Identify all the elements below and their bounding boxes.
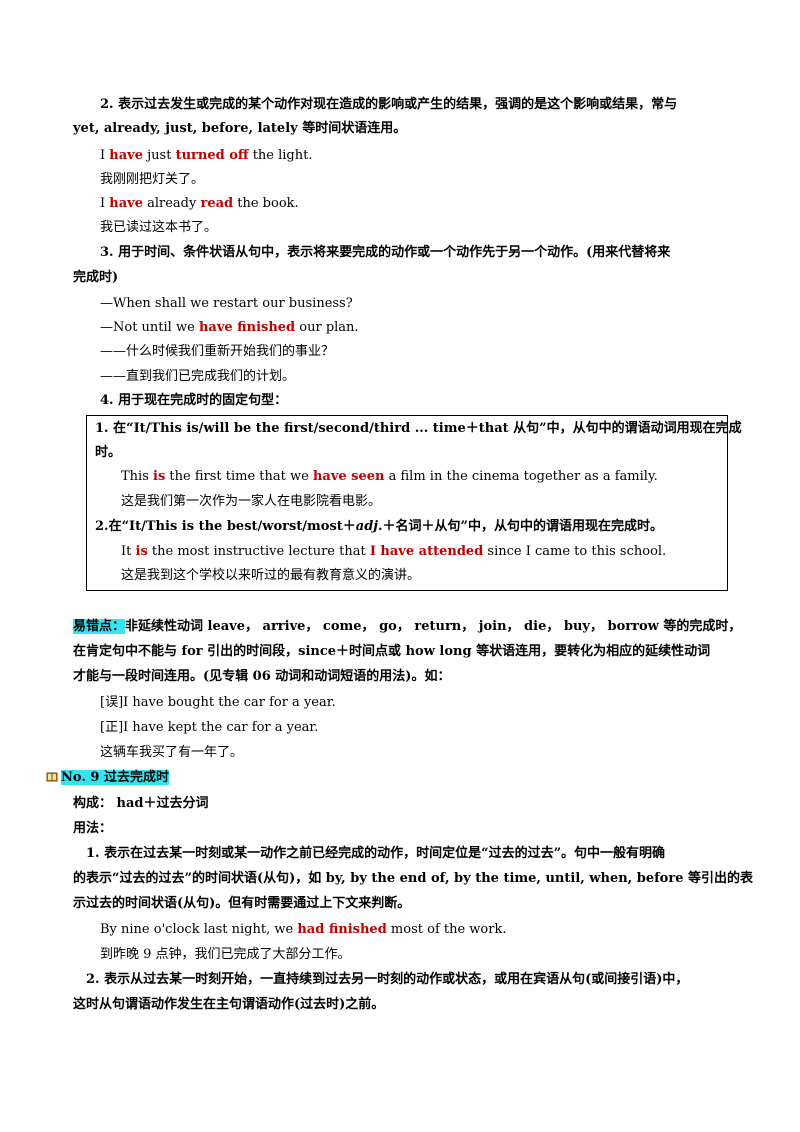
pitfall-label: 易错点： — [73, 619, 126, 634]
verb-highlight: have seen — [312, 469, 385, 484]
pattern-1-translation: 这是我们第一次作为一家人在电影院看电影。 — [121, 494, 382, 509]
dialogue-answer-translation: ——直到我们已完成我们的计划。 — [100, 369, 296, 384]
pitfall-line-2: 在肯定句中不能与 for 引出的时间段，since＋时间点或 how long … — [73, 644, 711, 659]
pitfall-right-example: [正]I have kept the car for a year. — [100, 720, 319, 735]
pattern-1-line-1: 1. 在“It/This is/will be the first/second… — [95, 421, 742, 436]
example-text: the most instructive lecture that — [147, 544, 370, 559]
verb-highlight: read — [200, 196, 234, 211]
section-4-title: 4. 用于现在完成时的固定句型： — [100, 393, 288, 408]
no9-example: By nine o'clock last night, we had finis… — [100, 920, 506, 940]
example-2: I have already read the book. — [100, 194, 299, 214]
section-no9-label: No. 9 过去完成时 — [61, 770, 169, 785]
pitfall-text: 非延续性动词 leave， arrive， come， go， return， … — [125, 619, 742, 634]
example-text: the first time that we — [165, 469, 313, 484]
example-text: most of the work. — [386, 922, 507, 937]
pitfall-line-3: 才能与一段时间连用。(见专辑 06 动词和动词短语的用法)。如： — [73, 669, 451, 684]
pattern-2-text: 2.在“It/This is the best/worst/most＋ — [95, 519, 356, 534]
pattern-2-adj: adj — [355, 519, 379, 534]
pattern-2-text: .＋名词＋从句”中，从句中的谓语用现在完成时。 — [378, 519, 664, 534]
example-text: our plan. — [295, 320, 359, 335]
example-text: This — [121, 469, 154, 484]
book-icon — [46, 772, 58, 782]
example-2-translation: 我已读过这本书了。 — [100, 220, 218, 235]
dialogue-question: —When shall we restart our business? — [100, 296, 353, 311]
pattern-2-example: It is the most instructive lecture that … — [121, 542, 666, 562]
verb-highlight: have — [109, 148, 143, 163]
example-1-translation: 我刚刚把灯关了。 — [100, 172, 205, 187]
example-text: a film in the cinema together as a famil… — [384, 469, 658, 484]
example-text: It — [121, 544, 136, 559]
verb-highlight: have — [109, 196, 143, 211]
example-text: just — [142, 148, 176, 163]
verb-highlight: have finished — [198, 320, 296, 335]
verb-highlight: is — [135, 544, 148, 559]
verb-highlight: I have attended — [369, 544, 484, 559]
example-1: I have just turned off the light. — [100, 146, 312, 166]
no9-form: 构成： had＋过去分词 — [73, 796, 209, 811]
example-text: the book. — [233, 196, 299, 211]
pitfall-wrong-example: [误]I have bought the car for a year. — [100, 695, 336, 710]
no9-usage-1-line-1: 1. 表示在过去某一时刻或某一动作之前已经完成的动作，时间定位是“过去的过去”。… — [86, 846, 666, 861]
no9-example-translation: 到昨晚 9 点钟，我们已完成了大部分工作。 — [100, 947, 351, 962]
pattern-2-translation: 这是我到这个学校以来听过的最有教育意义的演讲。 — [121, 568, 421, 583]
pattern-2-line: 2.在“It/This is the best/worst/most＋adj.＋… — [95, 517, 663, 537]
no9-usage: 用法： — [73, 821, 113, 836]
example-text: already — [142, 196, 201, 211]
dialogue-question-translation: ——什么时候我们重新开始我们的事业？ — [100, 344, 335, 359]
no9-usage-1-line-3: 示过去的时间状语(从句)。但有时需要通过上下文来判断。 — [73, 896, 411, 911]
example-text: —Not until we — [100, 320, 199, 335]
pattern-1-example: This is the first time that we have seen… — [121, 467, 658, 487]
section-2-line-2: yet, already, just, before, lately 等时间状语… — [73, 121, 407, 136]
verb-highlight: turned off — [175, 148, 249, 163]
no9-usage-2-line-1: 2. 表示从过去某一时刻开始，一直持续到过去另一时刻的动作或状态，或用在宾语从句… — [86, 972, 689, 987]
section-3-line-2: 完成时) — [73, 270, 119, 285]
pitfall-translation: 这辆车我买了有一年了。 — [100, 745, 244, 760]
example-text: By nine o'clock last night, we — [100, 922, 298, 937]
section-3-line-1: 3. 用于时间、条件状语从句中，表示将来要完成的动作或一个动作先于另一个动作。(… — [100, 245, 671, 260]
example-text: the light. — [248, 148, 313, 163]
example-text: I — [100, 148, 110, 163]
section-no9-title: No. 9 过去完成时 — [61, 768, 169, 788]
example-text: since I came to this school. — [483, 544, 667, 559]
verb-highlight: had finished — [297, 922, 387, 937]
pitfall-line-1: 易错点：非延续性动词 leave， arrive， come， go， retu… — [73, 617, 741, 637]
section-2-line-1: 2. 表示过去发生或完成的某个动作对现在造成的影响或产生的结果，强调的是这个影响… — [100, 97, 678, 112]
verb-highlight: is — [153, 469, 166, 484]
no9-usage-2-line-2: 这时从句谓语动作发生在主句谓语动作(过去时)之前。 — [73, 997, 385, 1012]
dialogue-answer: —Not until we have finished our plan. — [100, 318, 359, 338]
fixed-pattern-box — [86, 415, 728, 591]
example-text: I — [100, 196, 110, 211]
pattern-1-line-2: 时。 — [95, 445, 122, 460]
no9-usage-1-line-2: 的表示“过去的过去”的时间状语(从句)，如 by, by the end of,… — [73, 871, 753, 886]
